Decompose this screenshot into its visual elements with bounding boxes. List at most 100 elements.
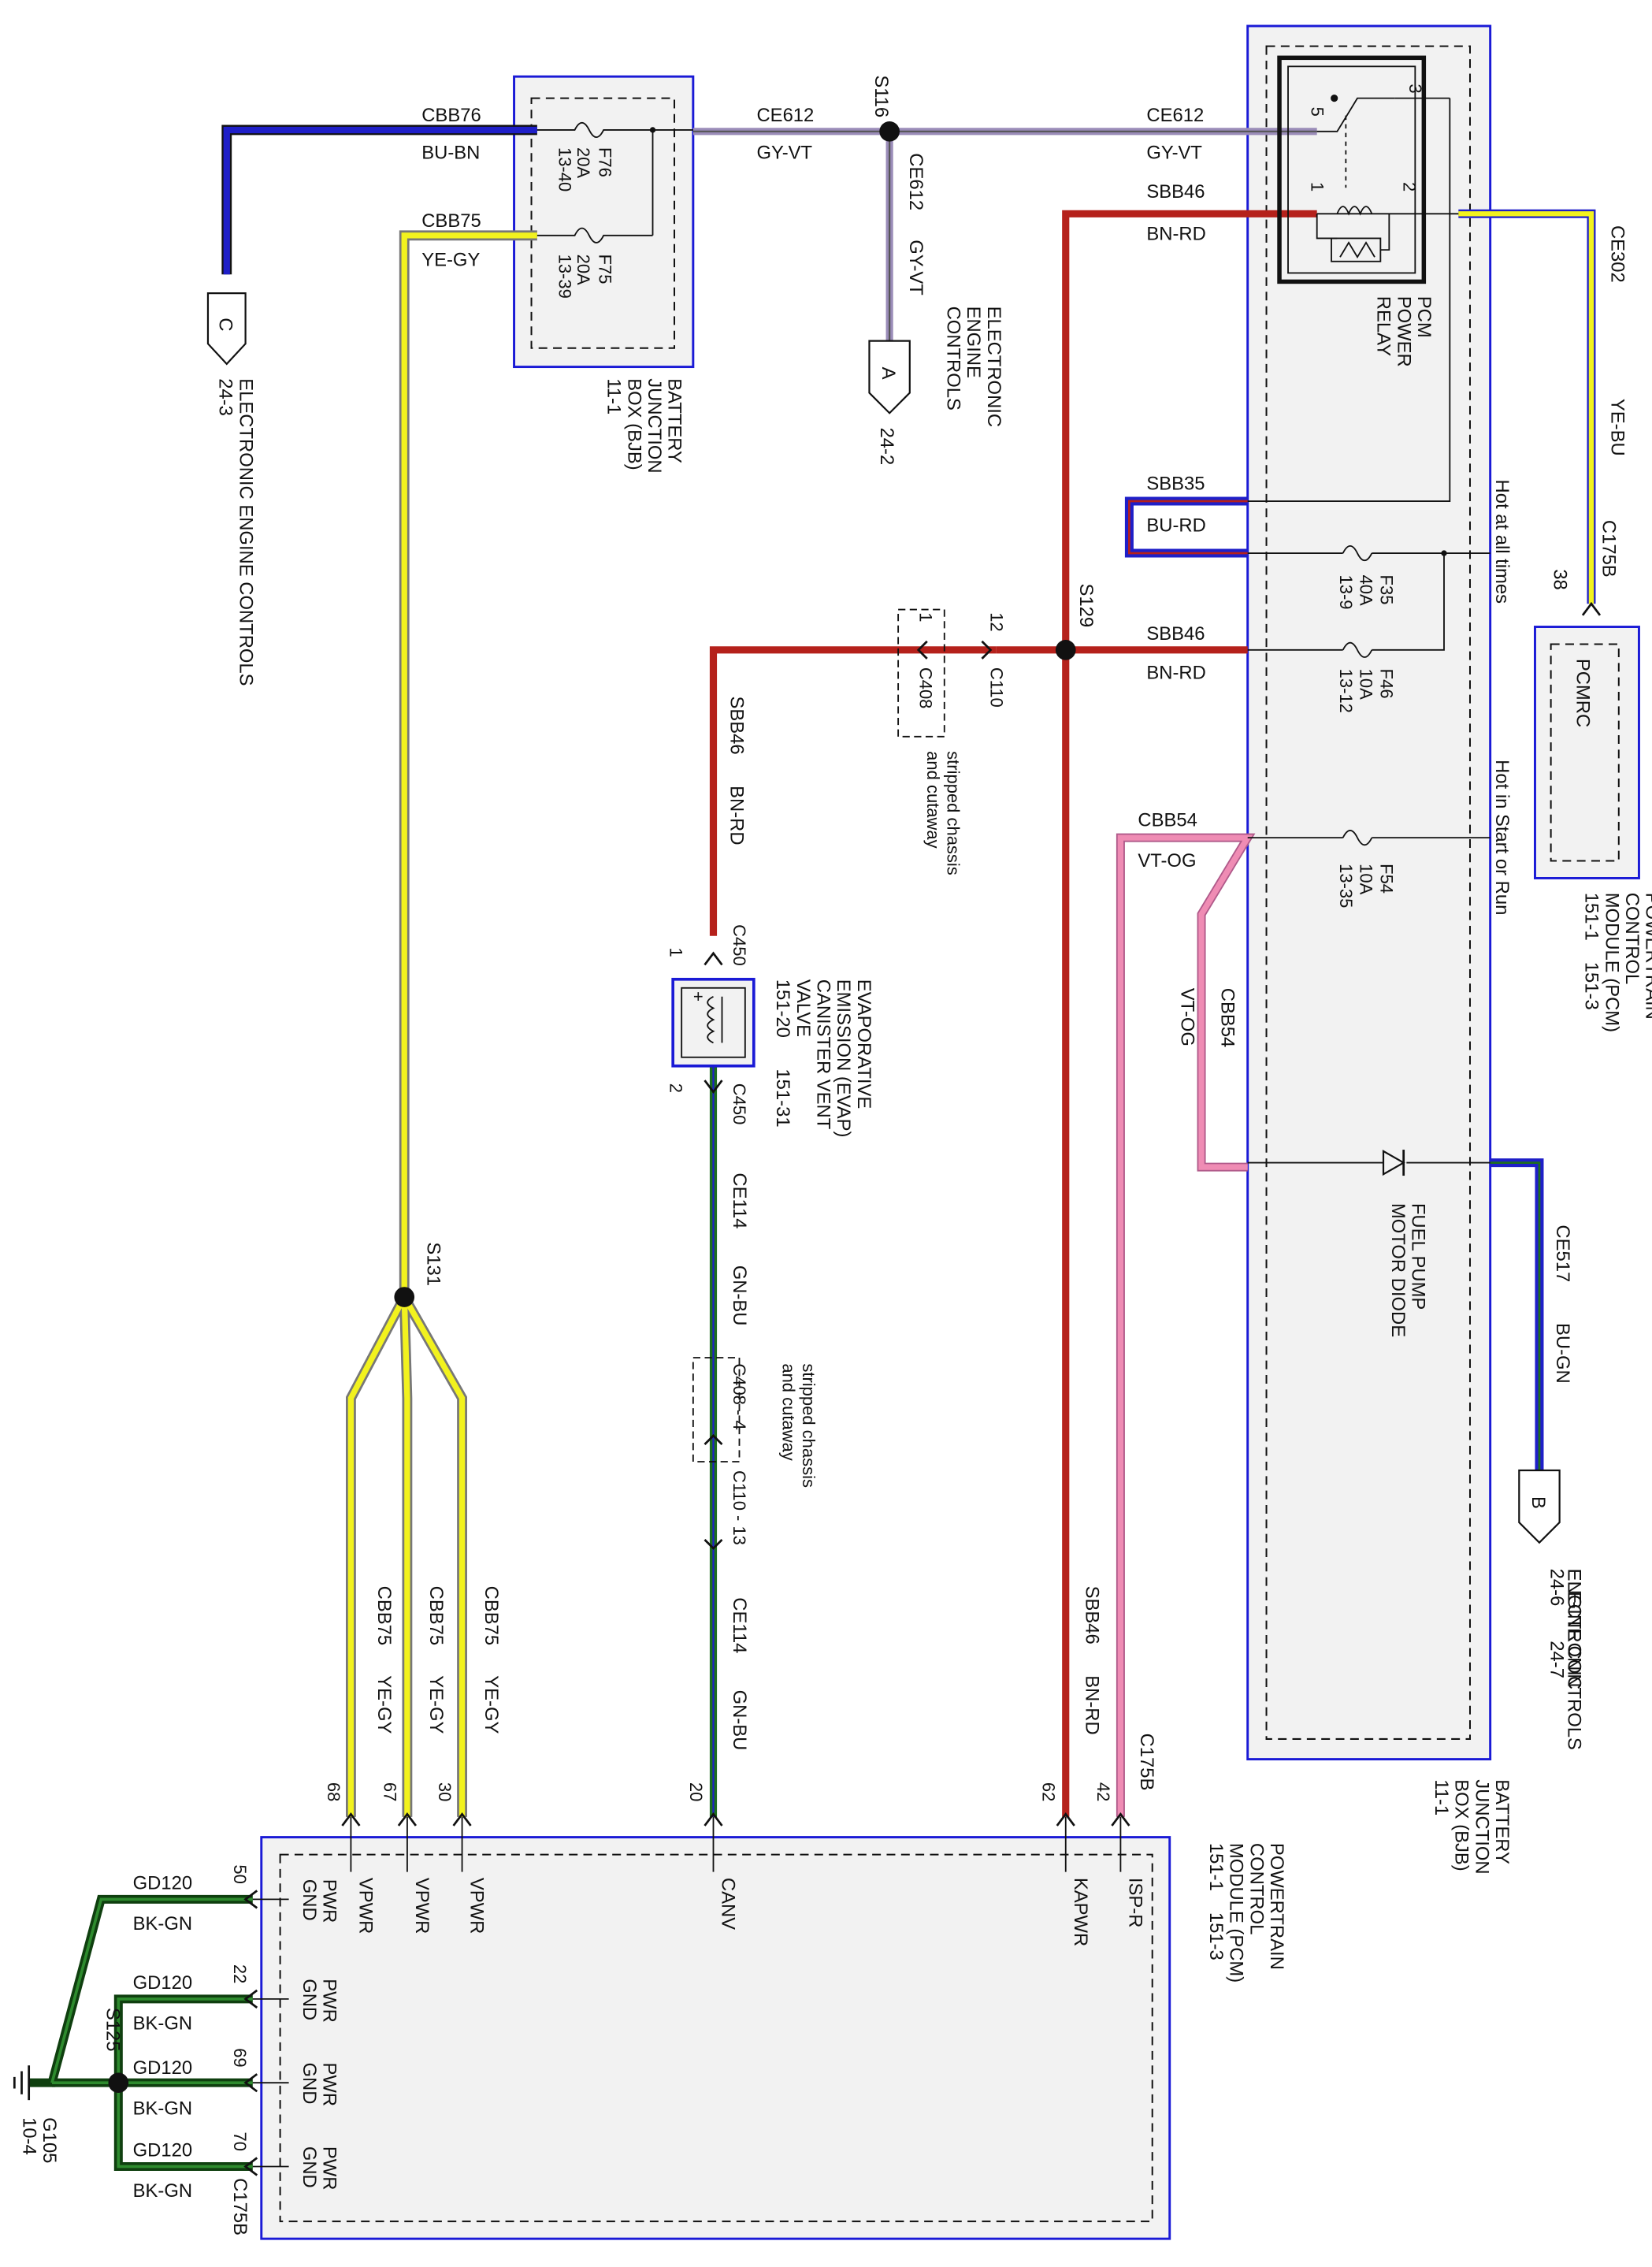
svg-text:3: 3 (1405, 84, 1425, 93)
ground-g105[interactable]: G105 10-4 (13, 2065, 60, 2163)
svg-text:CONTROL: CONTROL (1621, 893, 1643, 984)
pcmrc-box[interactable] (1534, 626, 1640, 879)
wire-sbb35[interactable] (1124, 496, 1248, 558)
fuse-f75[interactable]: F75 20A 13-39 (555, 255, 614, 299)
svg-text:13-35: 13-35 (1336, 864, 1356, 908)
svg-text:SBB46: SBB46 (1146, 623, 1205, 645)
svg-text:POWERTRAIN: POWERTRAIN (1266, 1843, 1287, 1970)
svg-text:ELECTRONIC: ELECTRONIC (983, 307, 1004, 427)
svg-text:10A: 10A (1357, 864, 1376, 894)
svg-text:+: + (693, 987, 703, 1006)
svg-text:151-1: 151-1 (1205, 1843, 1227, 1891)
svg-text:CBB75: CBB75 (481, 1586, 502, 1645)
svg-text:CBB54: CBB54 (1138, 809, 1197, 831)
pin-name: KAPWR (1070, 1878, 1091, 1946)
wire-ce612[interactable] (692, 128, 1317, 341)
svg-text:10-4: 10-4 (18, 2117, 39, 2155)
bjb-left-box[interactable] (513, 75, 695, 369)
wire-ce517[interactable] (1490, 1158, 1544, 1470)
svg-text:13-12: 13-12 (1336, 669, 1356, 713)
fuse-f76[interactable]: F76 20A 13-40 (555, 147, 614, 191)
svg-text:GD120: GD120 (133, 1873, 192, 1894)
wire-ce302[interactable] (1458, 209, 1596, 604)
svg-text:BN-RD: BN-RD (1146, 663, 1205, 684)
svg-text:GN-BU: GN-BU (729, 1690, 750, 1751)
svg-text:C: C (215, 318, 236, 331)
fuse-f35[interactable]: F35 40A 13-9 (1336, 575, 1396, 610)
svg-text:24-3: 24-3 (215, 378, 236, 416)
pin-number: 69 (230, 2048, 250, 2067)
svg-text:CE517: CE517 (1552, 1225, 1573, 1282)
svg-text:GD120: GD120 (133, 2057, 192, 2079)
pcm-power-relay[interactable]: 3 5 1 2 PCM POWER RELAY (1247, 55, 1459, 502)
wire-cbb76[interactable] (221, 124, 537, 275)
pin-number: 62 (1038, 1782, 1058, 1801)
svg-text:11-1: 11-1 (1431, 1779, 1452, 1815)
svg-text:BN-RD: BN-RD (1146, 223, 1205, 244)
pin-number: 22 (230, 1964, 250, 1983)
wire-cbb75[interactable] (399, 230, 537, 1298)
splice-s131[interactable]: S131 (394, 1242, 444, 1307)
connector-c408-4-c110-13[interactable]: C408 - 4 C110 - 13 stripped chassis and … (692, 1357, 819, 1550)
svg-text:POWERTRAIN: POWERTRAIN (1642, 893, 1652, 1020)
svg-text:BATTERY: BATTERY (1491, 1779, 1513, 1864)
connector-c408-c110[interactable]: 1 C408 12 C110 stripped chassis and cuta… (897, 608, 1006, 875)
svg-text:SBB46: SBB46 (1081, 1586, 1102, 1645)
offpage-connector-a[interactable]: A 24-2 ELECTRONIC ENGINE CONTROLS (868, 307, 1004, 466)
svg-text:S125: S125 (102, 2008, 124, 2052)
pin-number: 68 (324, 1782, 343, 1801)
svg-text:1: 1 (666, 947, 686, 957)
svg-text:EVAPORATIVE: EVAPORATIVE (853, 979, 874, 1109)
fuse-f46[interactable]: F46 10A 13-12 (1336, 669, 1396, 713)
svg-text:C175B: C175B (1136, 1734, 1157, 1791)
pcmrc-module[interactable]: PCMRC C175B 38 POWERTRAIN CONTROL MODULE… (1549, 520, 1652, 1032)
svg-text:BATTERY: BATTERY (664, 378, 685, 463)
evap-canister-vent-valve[interactable]: + 1 2 C450 C450 EVAPORATIVE EMISSION (EV… (666, 924, 874, 1137)
pin-arrow (1056, 1812, 1075, 1827)
pcm-box[interactable] (260, 1836, 1171, 2240)
svg-text:CE114: CE114 (729, 1173, 750, 1228)
svg-text:CE302: CE302 (1607, 225, 1628, 283)
pin-number: 20 (686, 1782, 706, 1801)
pin-name-pwr: PWR (319, 2146, 340, 2191)
wire-sbb46[interactable] (709, 210, 1317, 1817)
svg-text:PCM: PCM (1413, 296, 1435, 338)
svg-text:BOX (BJB): BOX (BJB) (623, 378, 644, 470)
svg-text:CE612: CE612 (756, 105, 814, 126)
svg-text:YE-GY: YE-GY (481, 1675, 502, 1734)
offpage-connector-b[interactable]: B 24-6 24-7 ELECTRONIC ENGINE CONTROLS (1518, 1469, 1585, 1750)
svg-text:BK-GN: BK-GN (133, 2180, 192, 2202)
svg-text:FUEL PUMP: FUEL PUMP (1408, 1203, 1429, 1310)
pin-arrow (397, 1812, 418, 1827)
pin-name-pwr: PWR (319, 1979, 340, 2023)
svg-text:CBB76: CBB76 (421, 105, 481, 126)
svg-text:2: 2 (666, 1083, 686, 1093)
svg-text:151-20: 151-20 (772, 979, 793, 1038)
splice-s116[interactable]: S116 (871, 75, 900, 142)
pin-name-gnd: GND (299, 2146, 320, 2188)
offpage-connector-c[interactable]: C 24-3 ELECTRONIC ENGINE CONTROLS (206, 292, 256, 686)
svg-text:BK-GN: BK-GN (133, 2012, 192, 2034)
splice-s129[interactable]: S129 (1055, 584, 1097, 660)
wire-cbb54[interactable] (1116, 833, 1256, 1817)
fuel-pump-motor-diode[interactable]: FUEL PUMP MOTOR DIODE (1382, 1150, 1429, 1337)
splice-s125[interactable]: S125 (102, 2008, 129, 2094)
svg-text:CANISTER VENT: CANISTER VENT (812, 979, 833, 1130)
fuse-f54[interactable]: F54 10A 13-35 (1336, 864, 1396, 908)
wire-cbb75-branches[interactable] (346, 1294, 467, 1817)
bjb-right-box[interactable] (1246, 24, 1492, 1761)
